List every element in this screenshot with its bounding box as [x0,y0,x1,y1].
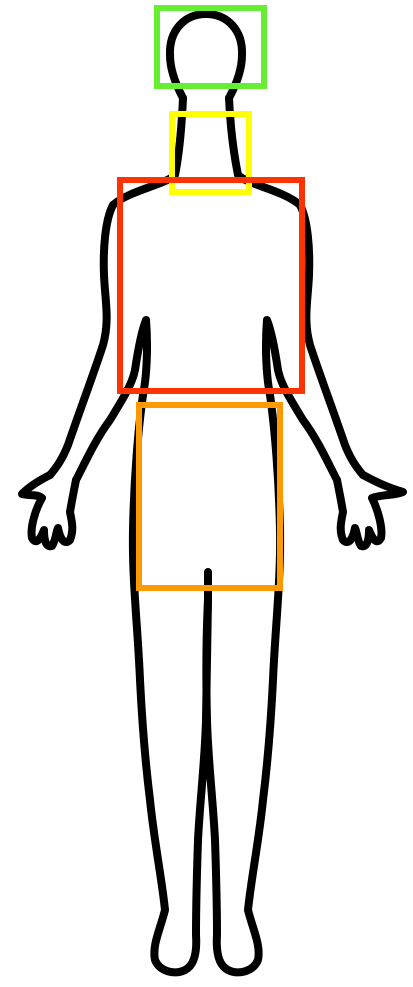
right-hand [337,475,403,546]
pelvis-region-box [139,405,280,588]
right-leg-outer [217,395,280,972]
region-boxes [120,8,302,588]
body-outline [22,14,403,972]
right-leg-inner [206,600,217,935]
left-hand [22,475,76,546]
left-leg-outer [133,395,196,972]
